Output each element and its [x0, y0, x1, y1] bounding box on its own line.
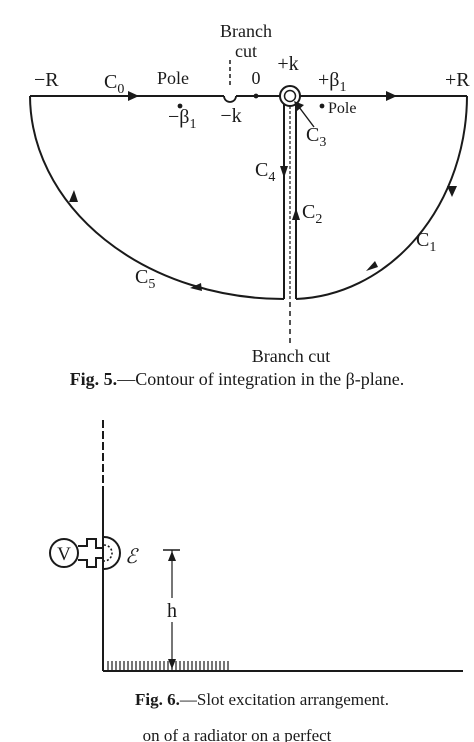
contour-arrow-c0	[128, 91, 139, 101]
height-arrow-up	[168, 551, 176, 561]
height-label-background	[164, 598, 180, 622]
origin-point	[253, 93, 259, 99]
pole-left-point	[177, 103, 183, 109]
voltage-source-circle	[49, 538, 79, 568]
figure-6: V ℰ h Fig. 6.—Slot excitation arrangemen…	[49, 420, 463, 709]
pole-right-label: Pole	[328, 100, 356, 117]
pole-right-point	[319, 103, 325, 109]
field-label: ℰ	[125, 546, 139, 568]
branch-cut-top-label-line1: Branch	[220, 21, 272, 41]
plus-R-label: +R	[445, 69, 470, 91]
height-arrow-down	[168, 659, 176, 669]
plus-k-label: +k	[277, 53, 298, 75]
minus-k-label: −k	[220, 105, 241, 127]
slot-feed-structure	[78, 538, 103, 568]
minus-R-label: −R	[34, 69, 59, 91]
contour-arrow-c4	[280, 166, 288, 178]
c4-label: C4	[255, 159, 275, 185]
c3-pointer-arrow	[294, 101, 304, 111]
circle-around-plus-k-inner	[283, 89, 297, 103]
contour-arc-c5	[29, 95, 285, 300]
figure5-caption: Fig. 5.—Contour of integration in the β-…	[70, 369, 405, 389]
figure-5: Branch cut	[29, 21, 470, 389]
c0-label: C0	[104, 71, 124, 97]
voltage-label: V	[57, 544, 71, 565]
c3-label: C3	[306, 124, 326, 150]
c5-label: C5	[135, 266, 155, 292]
contour-arrow-c1-lower	[366, 261, 378, 271]
branch-cut-bottom-label: Branch cut	[252, 346, 330, 366]
minus-beta1-label: −β1	[168, 106, 196, 132]
contour-arrow-c5-upper	[69, 190, 78, 202]
height-label: h	[167, 600, 177, 622]
bottom-body-text-fragment: on of a radiator on a perfect	[143, 726, 332, 742]
contour-arrow-c5-lower	[190, 283, 202, 291]
figure6-caption: Fig. 6.—Slot excitation arrangement.	[135, 690, 389, 709]
c3-pointer-line	[298, 106, 315, 128]
ground-hatching	[107, 661, 229, 671]
contour-arc-c1	[295, 95, 468, 300]
c2-label: C2	[302, 201, 322, 227]
indent-minus-k	[223, 95, 237, 103]
slot-field-inner-arc	[103, 544, 113, 562]
branch-cut-top-label-line2: cut	[235, 41, 257, 61]
contour-arrow-right-axis	[386, 91, 397, 101]
contour-arrow-c1-upper	[447, 186, 457, 197]
c1-label: C1	[416, 229, 436, 255]
plus-beta1-label: +β1	[318, 69, 346, 95]
zero-label: 0	[252, 68, 261, 88]
slot-field-outer-arc	[103, 536, 121, 570]
pole-left-label: Pole	[157, 68, 189, 88]
contour-arrow-c2	[292, 208, 300, 220]
